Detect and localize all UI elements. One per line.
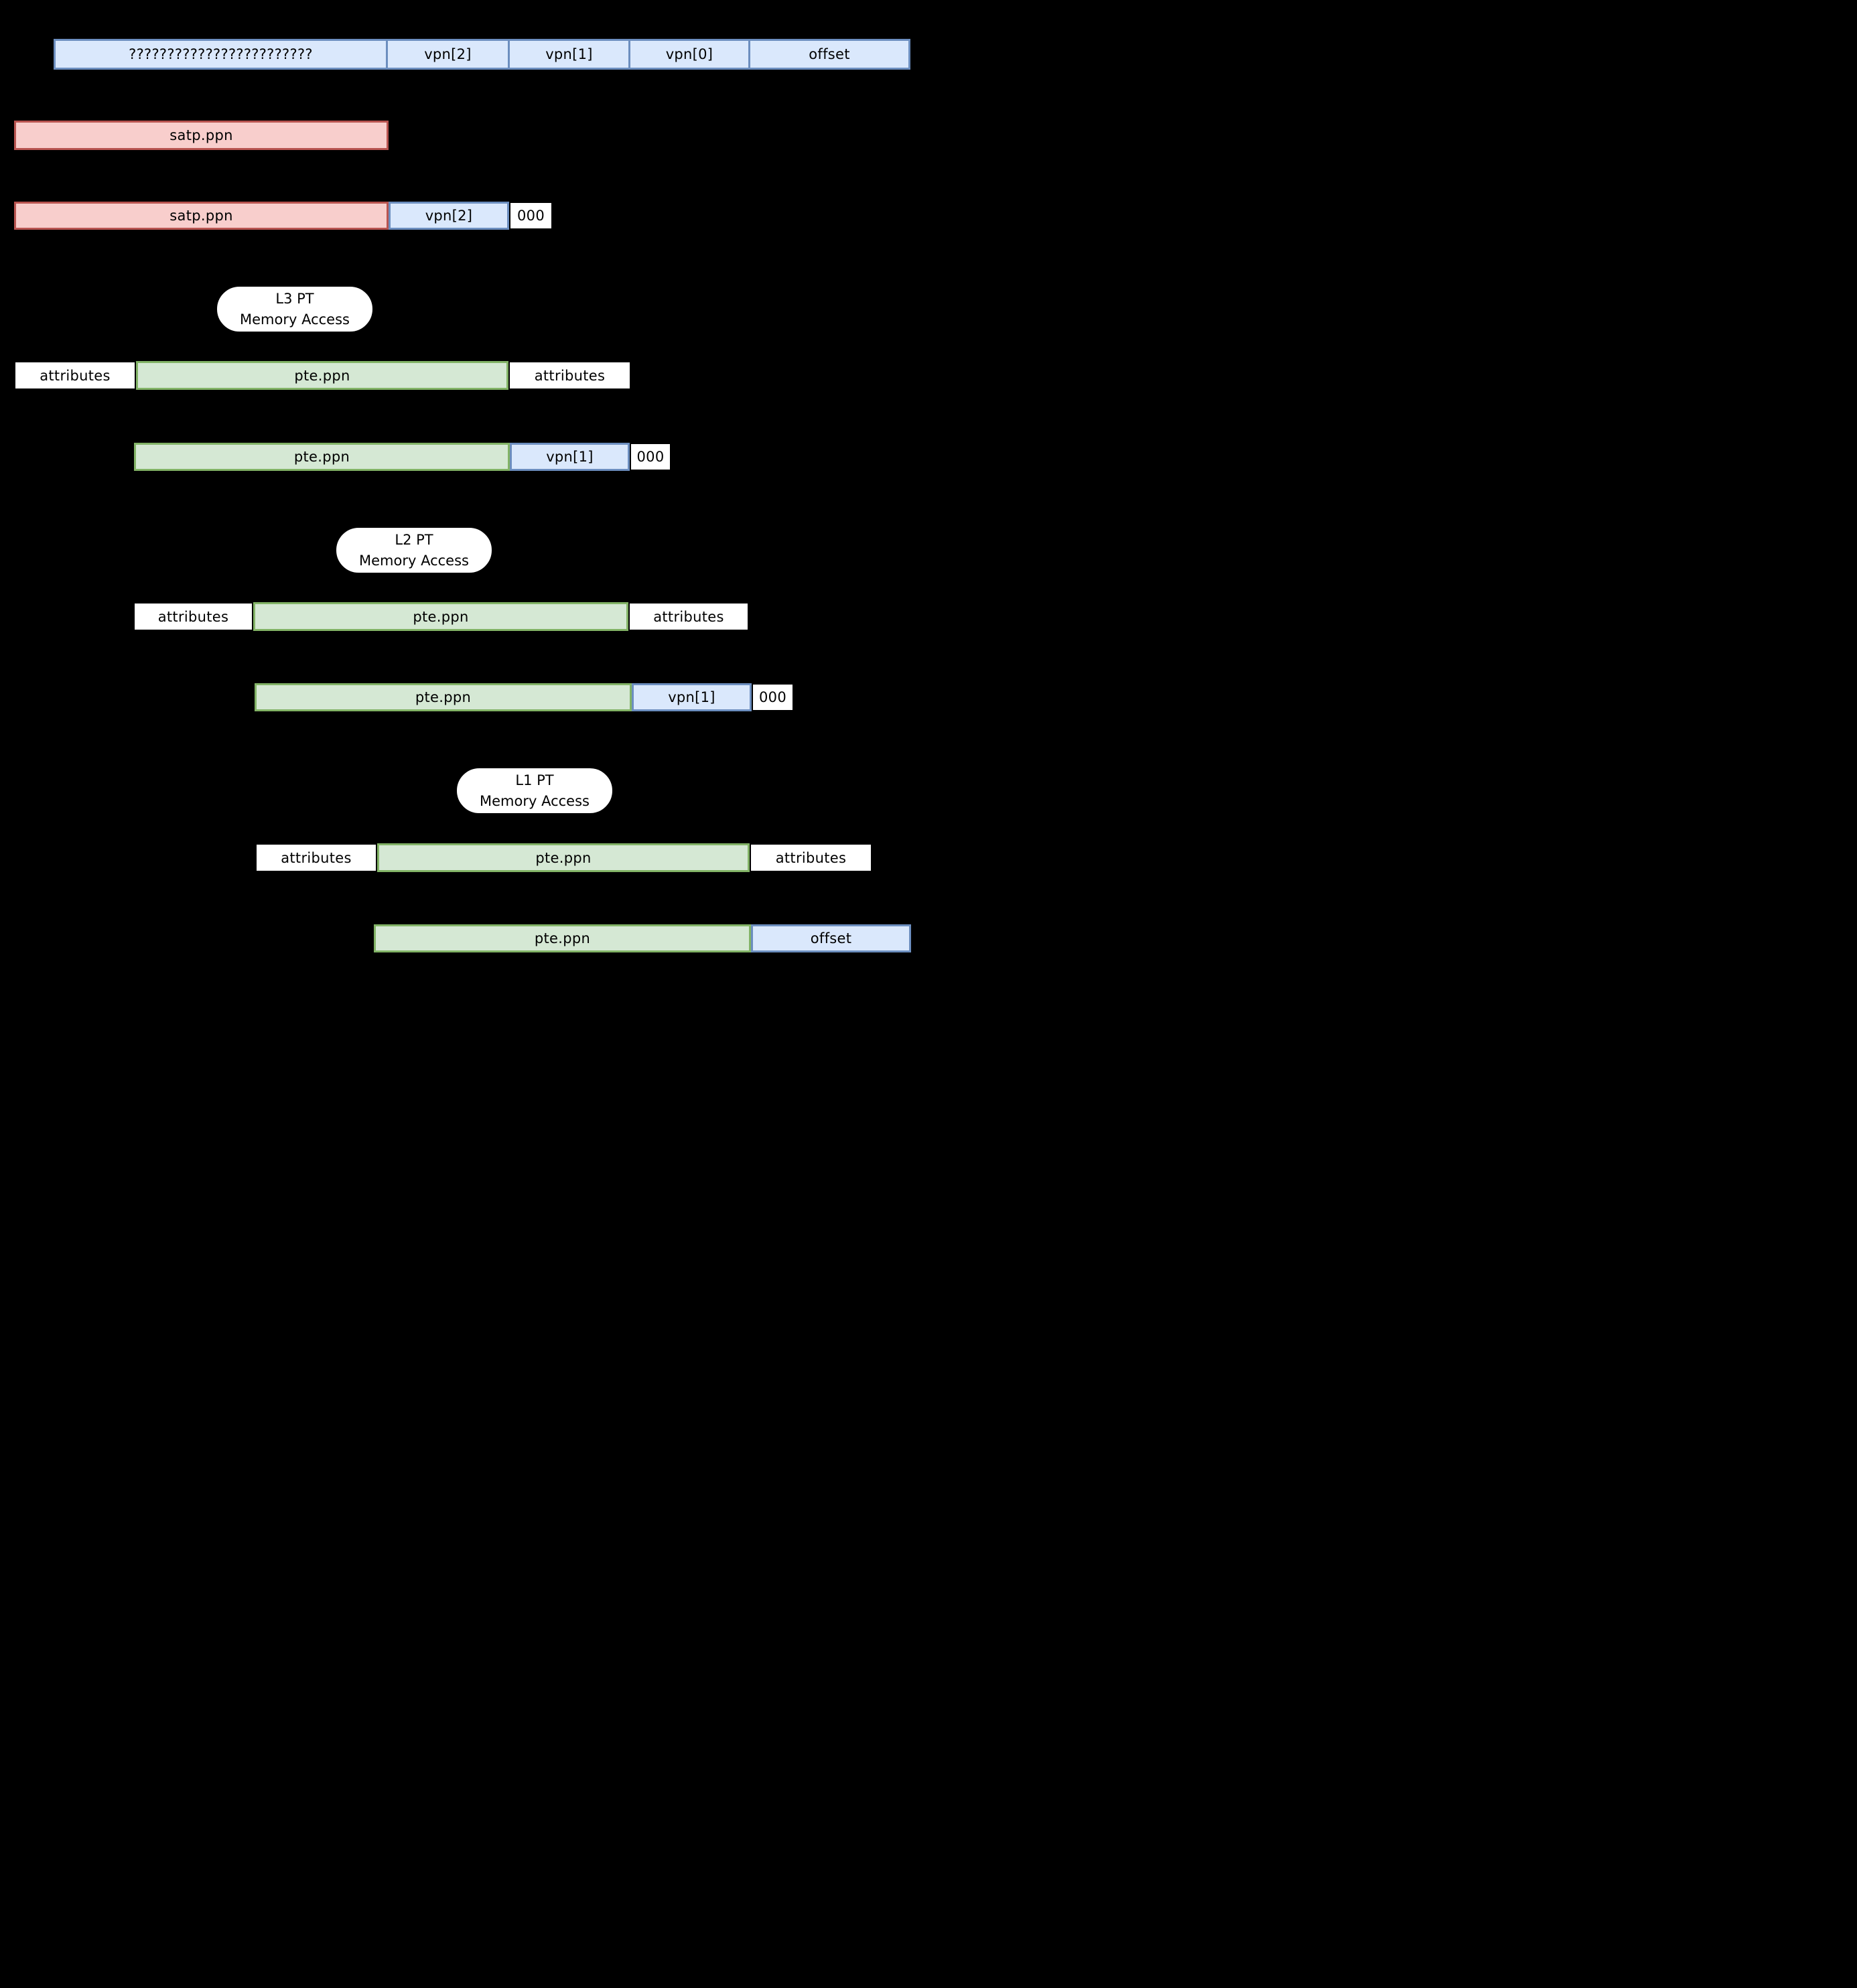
physical-address-offset-box: offset (751, 924, 911, 952)
l1-address-base-box: pte.ppn (255, 683, 632, 711)
l3-memory-access-line2: Memory Access (240, 311, 350, 328)
l3-pte-attributes-left-box: attributes (14, 361, 136, 390)
l2-memory-access-line1: L2 PT (395, 532, 433, 549)
l2-address-base-box: pte.ppn (134, 443, 510, 471)
l1-memory-access-line1: L1 PT (515, 772, 554, 789)
page-table-walk-diagram: ???????????????????????? vpn[2] vpn[1] v… (0, 0, 928, 994)
l2-memory-access-line2: Memory Access (359, 552, 469, 569)
l1-memory-access-line2: Memory Access (480, 792, 590, 809)
l2-pte-attributes-left-box: attributes (133, 602, 253, 631)
l1-pte-attributes-left-box: attributes (255, 843, 377, 872)
physical-address-ppn-box: pte.ppn (374, 924, 751, 952)
va-vpn1-cell: vpn[1] (510, 39, 630, 70)
l3-address-base-box: satp.ppn (14, 202, 389, 230)
l1-address-shift-box: 000 (752, 683, 794, 711)
l1-pte-ppn-box: pte.ppn (377, 843, 750, 872)
l3-memory-access-bubble: L3 PT Memory Access (216, 285, 374, 333)
l3-address-index-box: vpn[2] (389, 202, 509, 230)
l2-address-shift-box: 000 (630, 443, 671, 471)
l1-address-index-box: vpn[1] (632, 683, 752, 711)
l2-memory-access-bubble: L2 PT Memory Access (335, 526, 493, 574)
va-unknown-bits-cell: ???????????????????????? (54, 39, 388, 70)
l1-memory-access-bubble: L1 PT Memory Access (456, 767, 614, 814)
va-vpn0-cell: vpn[0] (630, 39, 750, 70)
l3-pte-ppn-box: pte.ppn (136, 361, 508, 390)
l3-address-shift-box: 000 (509, 202, 553, 230)
satp-ppn-box: satp.ppn (14, 121, 389, 150)
va-vpn2-cell: vpn[2] (388, 39, 510, 70)
l2-address-index-box: vpn[1] (510, 443, 630, 471)
l1-pte-attributes-right-box: attributes (750, 843, 872, 872)
l2-pte-attributes-right-box: attributes (628, 602, 749, 631)
l2-pte-ppn-box: pte.ppn (253, 602, 628, 631)
va-offset-cell: offset (750, 39, 910, 70)
l3-memory-access-line1: L3 PT (275, 291, 314, 307)
l3-pte-attributes-right-box: attributes (508, 361, 631, 390)
